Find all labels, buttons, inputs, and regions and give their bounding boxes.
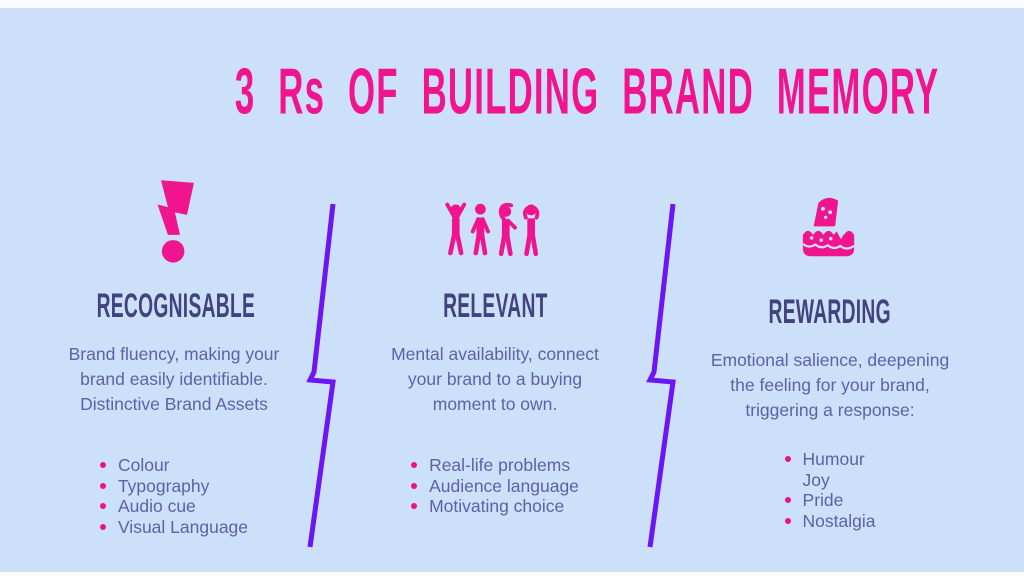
column-heading: RELEVANT [442, 286, 548, 325]
bullet-item: Audience language [411, 476, 579, 497]
bullet-item: Pride [784, 490, 876, 511]
cake-icon [797, 172, 863, 266]
column-heading: RECOGNISABLE [96, 286, 256, 325]
bullet-item: Joy [802, 469, 830, 490]
bullet-item: Typography [99, 476, 248, 497]
bullet-dot [784, 456, 791, 463]
bullet-list: Colour Typography Audio cue Visual Langu… [99, 455, 248, 538]
bullet-item: Motivating choice [411, 496, 579, 517]
zigzag-divider-right [646, 203, 676, 548]
top-margin-strip [0, 0, 1024, 8]
bullet-item: Nostalgia [784, 511, 875, 532]
bottom-margin-strip [0, 572, 1024, 576]
column-body: Mental availability, connect your brand … [391, 344, 599, 414]
people-celebrating-icon [445, 172, 545, 266]
column-relevant: RELEVANT Mental availability, connect yo… [366, 172, 624, 517]
bullet-dot [99, 482, 106, 489]
exclamation-bolt-icon [148, 172, 200, 266]
column-body: Brand fluency, making your brand easily … [68, 344, 280, 414]
column-body: Emotional salience, deepening the feelin… [710, 350, 950, 420]
bullet-dot [784, 497, 791, 504]
page-title-text: 3 Rs OF BUILDING BRAND MEMORY [234, 55, 940, 128]
bullet-item: Real-life problems [411, 455, 579, 476]
bullet-list: Real-life problems Audience language Mot… [411, 455, 579, 517]
column-rewarding: REWARDING Emotional salience, deepening … [692, 172, 968, 531]
page-title: 3 Rs OF BUILDING BRAND MEMORY [0, 55, 1024, 128]
bullet-item: Colour [99, 455, 248, 476]
column-recognisable: RECOGNISABLE Brand fluency, making your … [48, 172, 300, 537]
column-heading: REWARDING [768, 292, 892, 331]
bullet-item: Visual Language [99, 517, 248, 538]
bullet-dot [411, 462, 418, 469]
bullet-list: Humour Joy Pride Nostalgia [784, 449, 876, 532]
bullet-dot [411, 503, 418, 510]
bullet-dot [99, 462, 106, 469]
bullet-item: Humour [784, 449, 876, 470]
bullet-dot [99, 523, 106, 530]
bullet-dot [99, 503, 106, 510]
bullet-dot [784, 517, 791, 524]
bullet-dot [411, 482, 418, 489]
zigzag-divider-left [306, 203, 336, 548]
bullet-item: Audio cue [99, 496, 248, 517]
